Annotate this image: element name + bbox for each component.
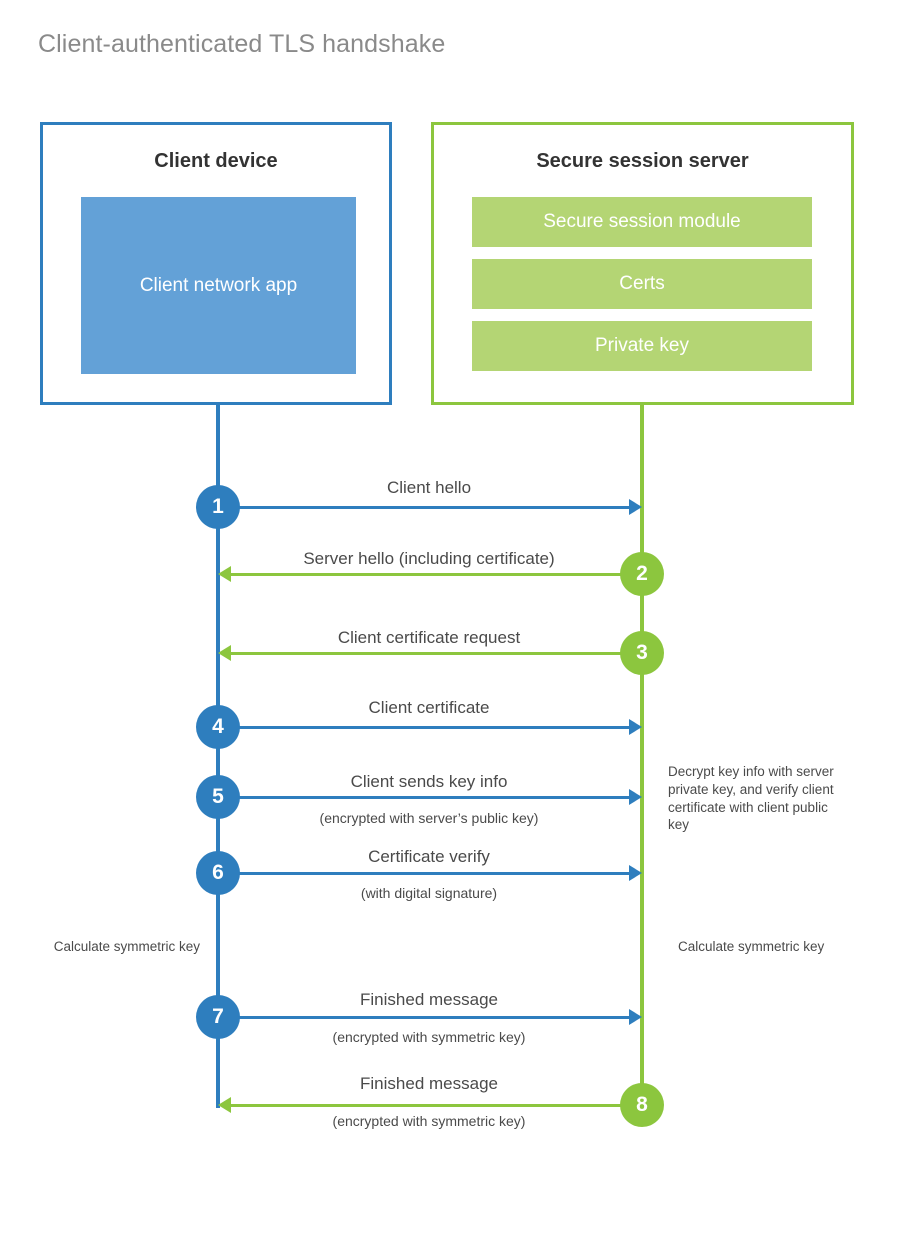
server-calculate-symmetric-key-note: Calculate symmetric key	[678, 939, 825, 954]
step-1-label: Client hello	[386, 478, 472, 497]
step-1-arrow-head-icon	[629, 499, 642, 515]
step-3-arrow-line	[231, 652, 640, 655]
step-4-arrow-line	[218, 726, 630, 729]
step-2-arrow-line	[231, 573, 640, 576]
server-component-certs: Certs	[472, 259, 812, 309]
step-3-label: Client certificate request	[337, 628, 521, 647]
server-components: Secure session module Certs Private key	[472, 197, 812, 371]
client-lifeline	[216, 405, 220, 1108]
client-network-app: Client network app	[81, 197, 356, 374]
step-1-marker: 1	[196, 485, 240, 529]
client-calculate-symmetric-key-note: Calculate symmetric key	[53, 939, 200, 954]
client-device-box: Client device Client network app	[40, 122, 392, 405]
step-7-sublabel: (encrypted with symmetric key)	[332, 1029, 526, 1045]
server-lifeline	[640, 405, 644, 1108]
step-7-marker: 7	[196, 995, 240, 1039]
step-3-marker: 3	[620, 631, 664, 675]
step-8-sublabel: (encrypted with symmetric key)	[332, 1113, 526, 1129]
step-4-marker: 4	[196, 705, 240, 749]
step-5-sublabel: (encrypted with server’s public key)	[319, 810, 539, 826]
step-8-arrow-head-icon	[218, 1097, 231, 1113]
page-title: Client-authenticated TLS handshake	[38, 30, 446, 58]
server-component-secure-session-module: Secure session module	[472, 197, 812, 247]
secure-session-server-title: Secure session server	[536, 150, 749, 172]
step-6-arrow-line	[218, 872, 630, 875]
step-7-arrow-line	[218, 1016, 630, 1019]
step-2-arrow-head-icon	[218, 566, 231, 582]
step-6-arrow-head-icon	[629, 865, 642, 881]
step-1-arrow-line	[218, 506, 630, 509]
step-4-label: Client certificate	[368, 698, 490, 717]
step-4-arrow-head-icon	[629, 719, 642, 735]
secure-session-server-box: Secure session server Secure session mod…	[431, 122, 854, 405]
step-3-arrow-head-icon	[218, 645, 231, 661]
step-8-label: Finished message	[360, 1074, 498, 1093]
step-5-arrow-head-icon	[629, 789, 642, 805]
step-5-label: Client sends key info	[350, 772, 508, 791]
step-5-arrow-line	[218, 796, 630, 799]
step-2-label: Server hello (including certificate)	[303, 549, 555, 568]
step-6-sublabel: (with digital signature)	[360, 885, 498, 901]
step-6-label: Certificate verify	[368, 847, 490, 866]
step-8-arrow-line	[231, 1104, 640, 1107]
step-7-label: Finished message	[360, 990, 498, 1009]
step-8-marker: 8	[620, 1083, 664, 1127]
server-component-private-key: Private key	[472, 321, 812, 371]
client-device-title: Client device	[154, 150, 278, 172]
step-2-marker: 2	[620, 552, 664, 596]
step-7-arrow-head-icon	[629, 1009, 642, 1025]
step-6-marker: 6	[196, 851, 240, 895]
step-5-marker: 5	[196, 775, 240, 819]
server-decrypt-note: Decrypt key info with server private key…	[668, 764, 834, 833]
